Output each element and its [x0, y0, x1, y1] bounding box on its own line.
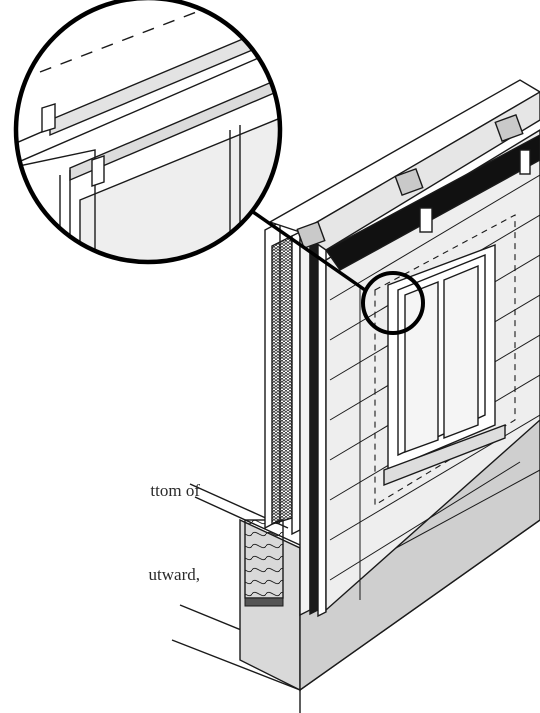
- magnified-detail: [13, 0, 283, 265]
- caption-line-2: utward,: [148, 565, 200, 584]
- caption-line-1: ttom of: [150, 481, 200, 500]
- callout-leader: [231, 196, 367, 292]
- caption-line-1-wrap: ttom of: [0, 481, 200, 505]
- rim-joist: [244, 519, 284, 607]
- caption-line-2-wrap: utward,: [0, 565, 200, 589]
- top-plate: [268, 79, 540, 271]
- callout-circle-small: [361, 271, 425, 335]
- window: [383, 243, 506, 487]
